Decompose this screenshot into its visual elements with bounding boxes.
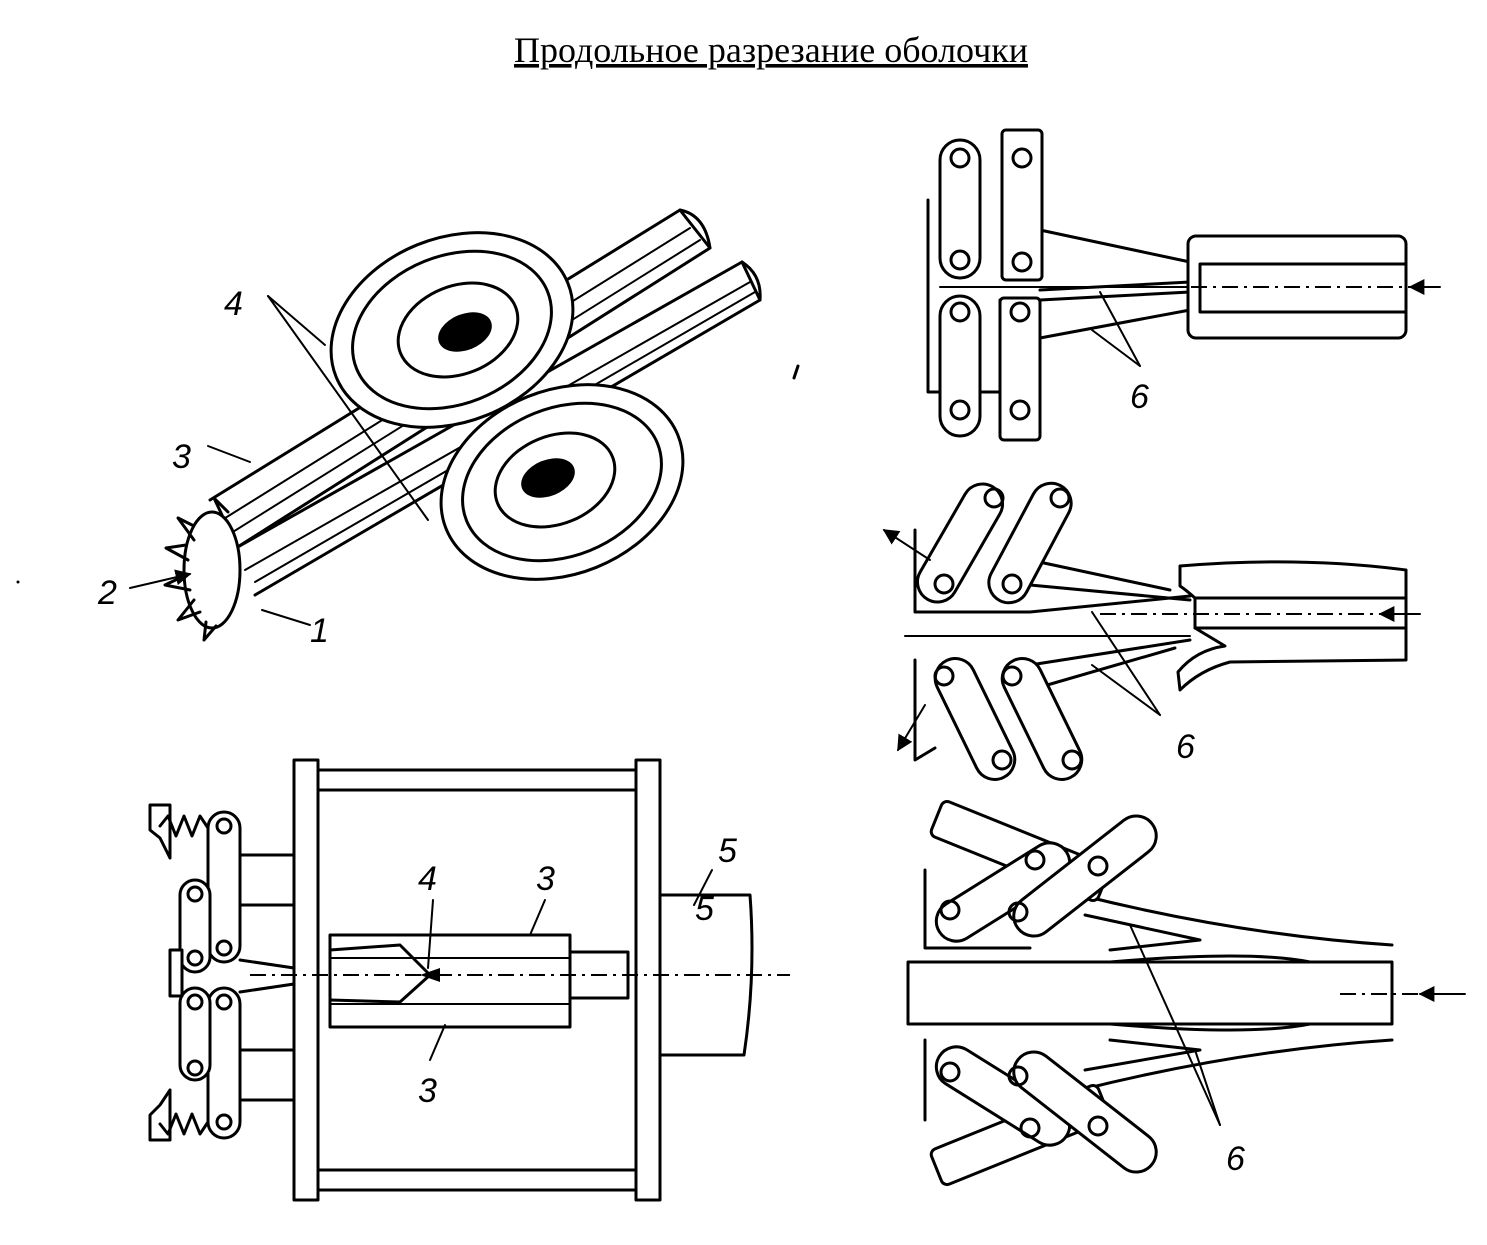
label-5-feed-roll: 5 [695,890,714,928]
cable-end-cut [163,496,242,642]
page-title: Продольное разрезание оболочки [514,30,1028,70]
view-linkage-opening: 6 [882,481,1421,781]
label-3-guide-top: 3 [536,860,555,898]
label-4-knife: 4 [418,860,437,898]
label-2-end: 2 [97,574,117,612]
label-3-sheath: 3 [172,438,191,476]
view-linkage-closed: 6 [926,128,1441,442]
upper-disc-cutter [329,231,575,429]
view-disc-cutters: 4 3 2 1 [97,208,800,650]
label-6-closed: 6 [1130,378,1149,416]
label-4-disc: 4 [224,285,243,323]
view-machine-assembly: 5 5 4 3 3 [148,758,790,1202]
label-5-top: 5 [718,832,737,870]
view-linkage-open: 6 [906,799,1466,1187]
label-6-open: 6 [1226,1140,1245,1178]
label-1-core: 1 [310,612,329,650]
label-3-guide-bottom: 3 [418,1072,437,1110]
lower-disc-cutter [439,383,685,581]
label-6-opening: 6 [1176,728,1195,766]
